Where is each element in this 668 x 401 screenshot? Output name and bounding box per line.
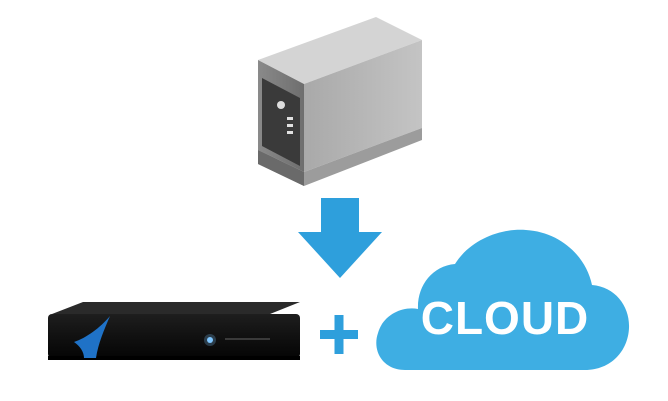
server-tower-icon (258, 17, 422, 186)
arrow-down-icon (298, 198, 382, 278)
cloud-label: CLOUD (420, 292, 590, 344)
network-appliance-icon (48, 302, 300, 360)
plus-icon (320, 315, 358, 354)
cloud-icon (376, 229, 630, 370)
